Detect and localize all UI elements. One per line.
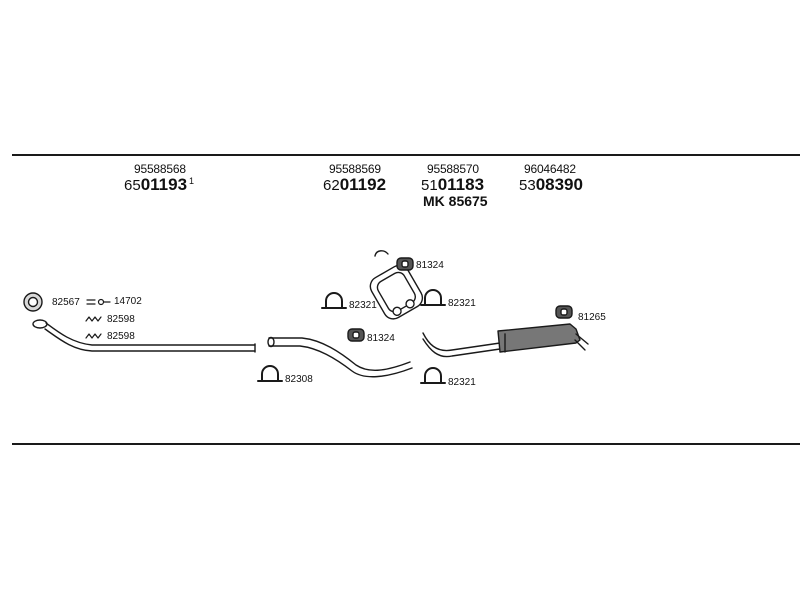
part-number-1: 95588568 xyxy=(134,162,186,176)
label-82321-c: 82321 xyxy=(448,377,476,388)
part-number-2: 95588569 xyxy=(329,162,381,176)
intermediate-pipe-icon xyxy=(267,336,413,378)
part-number-4: 96046482 xyxy=(524,162,576,176)
label-81324-b: 81324 xyxy=(367,333,395,344)
reference-main-4: 08390 xyxy=(535,175,583,194)
reference-prefix-4: 53 xyxy=(519,177,536,194)
front-pipe-icon xyxy=(32,319,256,353)
label-82308: 82308 xyxy=(285,374,313,385)
gasket-14702-icon xyxy=(86,298,111,306)
front-ring-gasket-icon xyxy=(23,292,43,312)
label-82567: 82567 xyxy=(52,297,80,308)
reference-prefix-2: 62 xyxy=(323,177,340,194)
part-number-3: 95588570 xyxy=(427,162,479,176)
reference-number-2: 6201192 xyxy=(323,175,386,195)
label-81324-a: 81324 xyxy=(416,260,444,271)
reference-number-4: 5308390 xyxy=(519,175,583,195)
rubber-mount-81324-b-icon xyxy=(347,328,365,342)
label-82598-a: 82598 xyxy=(107,314,135,325)
rubber-mount-81265-icon xyxy=(555,305,573,319)
reference-main-1: 01193 xyxy=(140,175,188,194)
top-divider xyxy=(12,154,800,156)
reference-main-2: 01192 xyxy=(339,175,387,194)
center-muffler-icon xyxy=(369,264,424,320)
reference-prefix-3: 51 xyxy=(421,177,438,194)
mounting-kit-label: MK 85675 xyxy=(423,193,488,209)
spring-82598-b-icon xyxy=(85,333,102,339)
reference-number-3: 5101183 xyxy=(421,175,484,195)
clamp-82321-c-icon xyxy=(420,367,446,384)
reference-prefix-1: 65 xyxy=(124,177,141,194)
label-82598-b: 82598 xyxy=(107,331,135,342)
label-81265: 81265 xyxy=(578,312,606,323)
rear-muffler-icon xyxy=(497,323,589,353)
rubber-mount-81324-a-icon xyxy=(396,257,414,271)
label-82321-b: 82321 xyxy=(448,298,476,309)
clamp-82321-b-icon xyxy=(420,289,446,306)
label-14702: 14702 xyxy=(114,296,142,307)
label-82321-a: 82321 xyxy=(349,300,377,311)
bottom-divider xyxy=(12,443,800,445)
spring-82598-a-icon xyxy=(85,316,102,322)
clamp-82321-a-icon xyxy=(321,292,347,309)
reference-main-3: 01183 xyxy=(437,175,485,194)
muffler-inlet-icon xyxy=(374,250,389,257)
reference-superscript-1: 1 xyxy=(189,176,195,186)
rear-pipe-icon xyxy=(422,332,501,358)
clamp-82308-icon xyxy=(257,365,283,382)
